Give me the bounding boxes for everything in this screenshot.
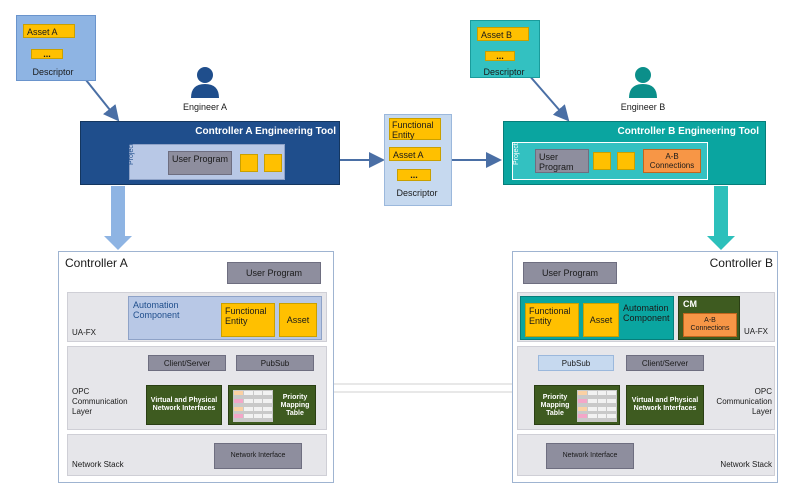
arrow-descriptor-a-to-tool-a — [85, 79, 120, 122]
controller-b-connections: A-B Connections — [683, 313, 737, 337]
controller-b-client-server: Client/Server — [626, 355, 704, 371]
tool-b: Controller B Engineering Tool Project Us… — [503, 121, 766, 185]
controller-a-asset: Asset — [279, 303, 317, 337]
controller-b-network-interface: Network Interface — [546, 443, 634, 469]
tool-a: Controller A Engineering Tool Project Us… — [80, 121, 340, 185]
controller-b-opc-label: OPC Communication Layer — [716, 387, 772, 416]
engineer-a-label: Engineer A — [182, 102, 228, 112]
engineer-b-label: Engineer B — [620, 102, 666, 112]
descriptor-b-card: Asset B ... Descriptor — [470, 20, 540, 78]
controller-b-functional-entity: Functional Entity — [525, 303, 579, 337]
tool-b-asset-block-1 — [593, 152, 611, 170]
controller-a-automation-component: Automation Component Functional Entity A… — [128, 296, 322, 340]
controller-b-network-stack-label: Network Stack — [720, 460, 772, 469]
controller-b-uafx-label: UA-FX — [744, 327, 768, 336]
tool-b-connections: A-B Connections — [643, 149, 701, 173]
descriptor-mid-card: Functional Entity Asset A ... Descriptor — [384, 114, 452, 206]
controller-b-user-program: User Program — [523, 262, 617, 284]
tool-b-project-label: Project — [513, 143, 520, 165]
controller-b-network-interfaces: Virtual and Physical Network Interfaces — [626, 385, 704, 425]
tool-a-title: Controller A Engineering Tool — [195, 126, 336, 137]
controller-a-priority-table-icon — [233, 390, 273, 422]
controller-b-network-stack-band: Network Stack Network Interface — [517, 434, 775, 476]
tool-a-asset-block-1 — [240, 154, 258, 172]
engineer-a-icon — [191, 67, 219, 98]
controller-a-functional-entity: Functional Entity — [221, 303, 275, 337]
controller-a-opc-band: OPC Communication Layer Client/Server Pu… — [67, 346, 327, 430]
controller-b: Controller B User Program UA-FX Function… — [512, 251, 778, 483]
descriptor-a-asset: Asset A — [23, 24, 75, 38]
tool-b-user-program: User Program — [535, 149, 589, 173]
tool-b-asset-block-2 — [617, 152, 635, 170]
tool-a-user-program: User Program — [168, 151, 232, 175]
descriptor-b-asset: Asset B — [477, 27, 529, 41]
controller-a-network-stack-label: Network Stack — [72, 460, 124, 469]
tool-b-title: Controller B Engineering Tool — [617, 126, 759, 137]
controller-a-uafx-band: UA-FX Automation Component Functional En… — [67, 292, 327, 342]
tool-b-project: Project User Program A-B Connections — [512, 142, 708, 180]
descriptor-mid-dots: ... — [397, 169, 431, 181]
controller-b-cm-label: CM — [683, 299, 697, 309]
descriptor-a-label: Descriptor — [32, 67, 74, 77]
controller-b-pubsub: PubSub — [538, 355, 614, 371]
descriptor-b-dots: ... — [485, 51, 515, 61]
controller-a-network-stack-band: Network Stack Network Interface — [67, 434, 327, 476]
controller-b-cm-block: CM A-B Connections — [678, 296, 740, 340]
engineer-b-icon — [629, 67, 657, 98]
controller-a-client-server: Client/Server — [148, 355, 226, 371]
controller-b-priority-block: Priority Mapping Table — [534, 385, 620, 425]
controller-b-opc-band: OPC Communication Layer PubSub Client/Se… — [517, 346, 775, 430]
controller-b-uafx-band: UA-FX Functional Entity Asset Automation… — [517, 292, 775, 342]
controller-a-user-program: User Program — [227, 262, 321, 284]
controller-a-network-interfaces: Virtual and Physical Network Interfaces — [146, 385, 222, 425]
controller-b-priority-table-icon — [577, 390, 617, 422]
controller-b-automation-label: Automation Component — [623, 303, 670, 323]
descriptor-b-label: Descriptor — [483, 67, 525, 77]
descriptor-a-dots: ... — [31, 49, 63, 59]
controller-b-asset: Asset — [583, 303, 619, 337]
controller-b-title: Controller B — [709, 256, 773, 270]
descriptor-mid-functional-entity: Functional Entity — [389, 118, 441, 140]
tool-a-project: Project User Program — [128, 143, 285, 180]
tool-a-project-label: Project — [128, 143, 135, 165]
controller-a-uafx-label: UA-FX — [72, 328, 96, 337]
descriptor-mid-label: Descriptor — [396, 188, 438, 198]
descriptor-a-card: Asset A ... Descriptor — [16, 15, 96, 81]
arrow-descriptor-b-to-tool-b — [527, 73, 570, 122]
controller-b-automation-component: Functional Entity Asset Automation Compo… — [520, 296, 674, 340]
controller-a-opc-label: OPC Communication Layer — [72, 387, 128, 416]
controller-b-priority-table-label: Priority Mapping Table — [540, 394, 570, 417]
controller-a-pubsub: PubSub — [236, 355, 314, 371]
controller-a-priority-block: Priority Mapping Table — [228, 385, 316, 425]
controller-a: Controller A User Program UA-FX Automati… — [58, 251, 334, 483]
tool-a-asset-block-2 — [264, 154, 282, 172]
controller-a-network-interface: Network Interface — [214, 443, 302, 469]
arrow-tool-a-to-controller-a — [104, 186, 132, 250]
controller-a-priority-table-label: Priority Mapping Table — [280, 394, 310, 417]
controller-a-title: Controller A — [65, 256, 128, 270]
descriptor-mid-asset: Asset A — [389, 147, 441, 161]
controller-a-automation-label: Automation Component — [133, 300, 180, 320]
arrow-tool-b-to-controller-b — [707, 186, 735, 250]
